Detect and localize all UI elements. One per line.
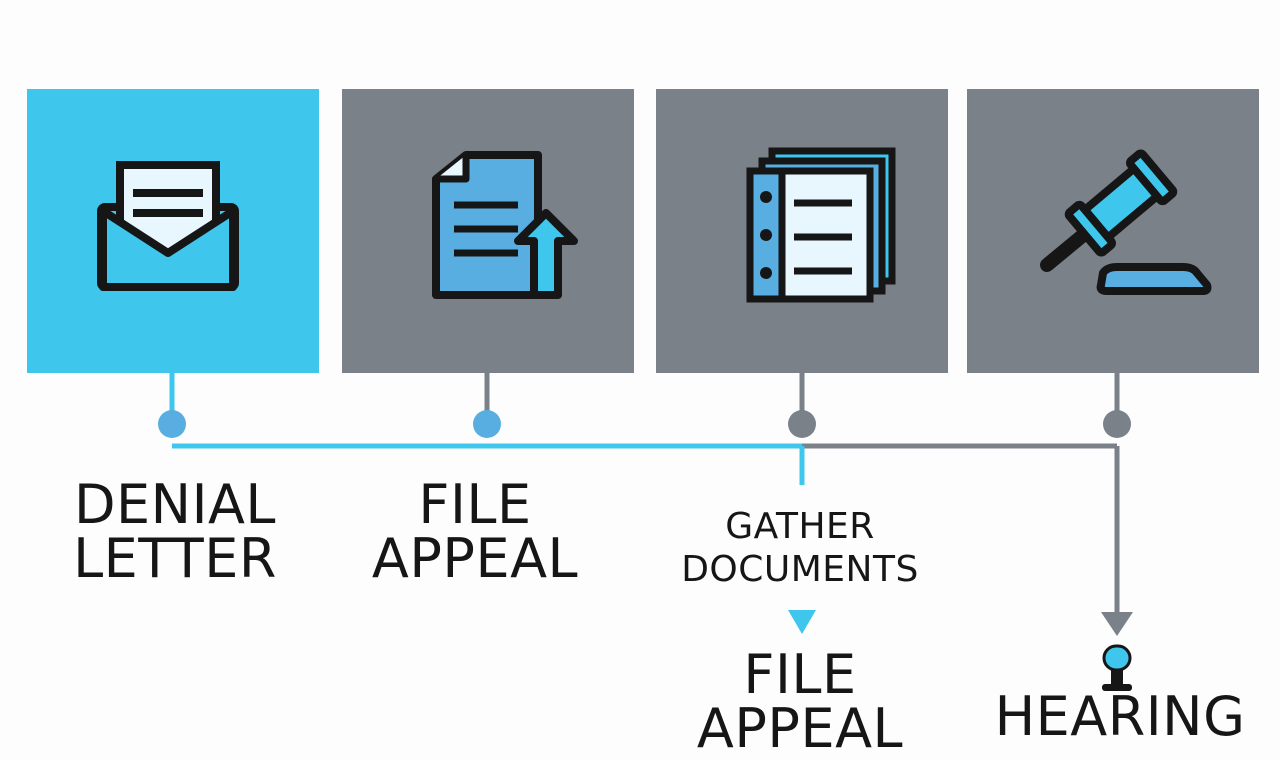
label-gather-documents: GATHER DOCUMENTS — [681, 506, 919, 591]
folder-stack-icon — [746, 147, 896, 303]
step-box-hearing — [967, 89, 1259, 373]
triangle-down-icon — [788, 610, 816, 634]
label-hearing: HEARING — [994, 685, 1246, 748]
label-file-appeal-repeat: FILE APPEAL — [696, 643, 904, 760]
timeline-node-2 — [473, 410, 501, 438]
timeline-node-3 — [788, 410, 816, 438]
envelope-icon — [97, 161, 239, 291]
arrow-down-icon — [1101, 612, 1133, 636]
gavel-icon — [1040, 149, 1212, 295]
step-box-file-appeal — [342, 89, 634, 373]
step-box-gather-documents — [656, 89, 948, 373]
timeline-node-1 — [158, 410, 186, 438]
label-denial-letter: DENIAL LETTER — [73, 473, 277, 590]
document-upload-icon — [432, 151, 578, 299]
step-box-denial-letter — [27, 89, 319, 373]
timeline-node-4 — [1103, 410, 1131, 438]
label-file-appeal: FILE APPEAL — [371, 473, 579, 590]
